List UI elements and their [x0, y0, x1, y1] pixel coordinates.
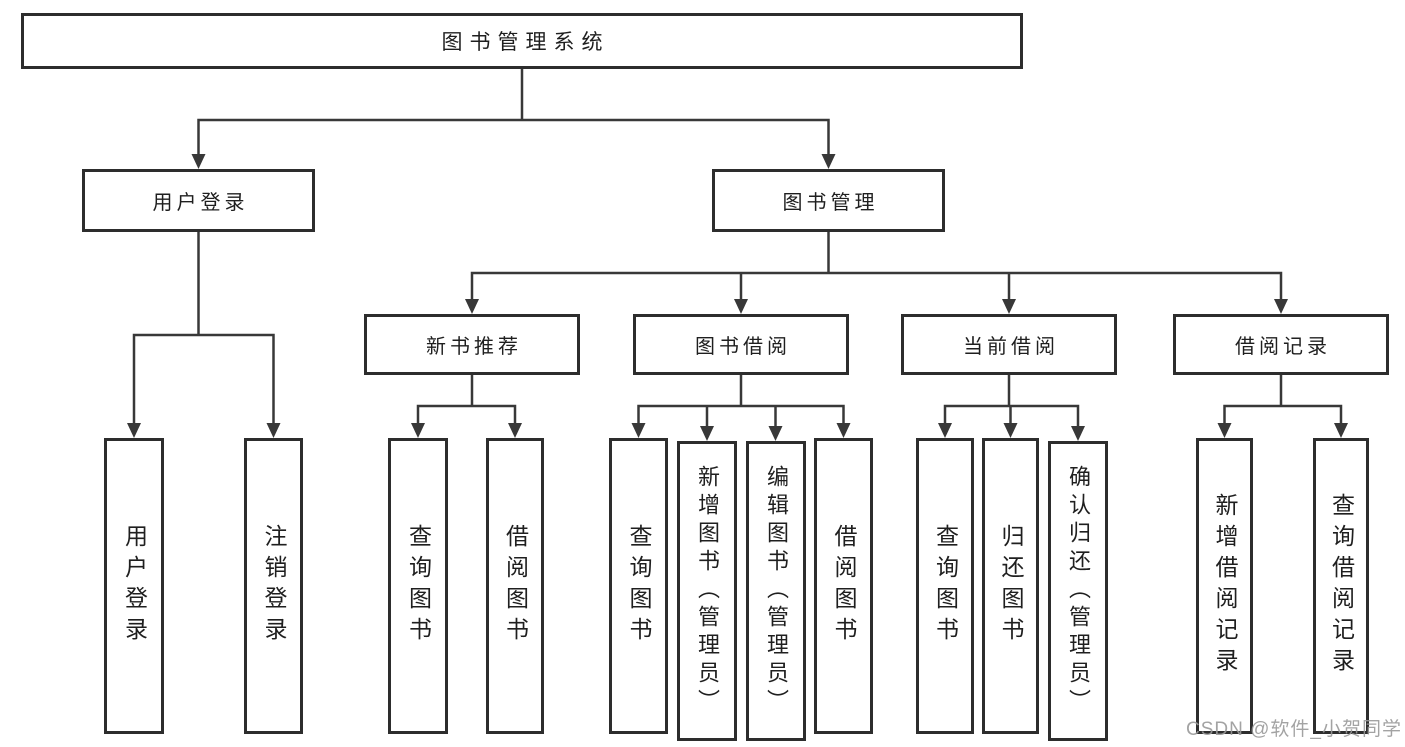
- leaf-label: 借阅图书: [831, 524, 857, 648]
- node-root-label: 图书管理系统: [441, 31, 610, 54]
- leaf-label: 查询图书: [626, 524, 652, 648]
- leaf-query-borrow-record: 查询借阅记录: [1313, 438, 1369, 734]
- leaf-label: 查询借阅记录: [1328, 493, 1355, 679]
- csdn-watermark: CSDN @软件_小贺同学: [1186, 719, 1402, 740]
- leaf-label: 编辑图书（管理员）: [764, 465, 789, 717]
- leaf-query-books-borrow: 查询图书: [609, 438, 668, 734]
- node-book-management: 图书管理: [712, 169, 945, 232]
- node-borrow-records: 借阅记录: [1173, 314, 1389, 375]
- leaf-add-borrow-record: 新增借阅记录: [1196, 438, 1253, 734]
- leaf-borrow-books: 借阅图书: [814, 438, 873, 734]
- leaf-label: 归还图书: [998, 524, 1024, 648]
- node-new-book-recommend: 新书推荐: [364, 314, 580, 375]
- leaf-label: 新增借阅记录: [1212, 493, 1238, 679]
- node-user-login-label: 用户登录: [152, 192, 249, 214]
- node-borrow-records-label: 借阅记录: [1235, 336, 1331, 358]
- leaf-borrow-books-recommend: 借阅图书: [486, 438, 544, 734]
- leaf-label: 注销登录: [261, 524, 287, 648]
- leaf-label: 查询图书: [405, 524, 432, 648]
- leaf-return-books: 归还图书: [982, 438, 1039, 734]
- leaf-query-books-current: 查询图书: [916, 438, 974, 734]
- leaf-label: 新增图书（管理员）: [695, 465, 720, 717]
- node-new-book-recommend-label: 新书推荐: [426, 336, 522, 358]
- leaf-query-books-recommend: 查询图书: [388, 438, 448, 734]
- leaf-user-login: 用户登录: [104, 438, 164, 734]
- node-book-borrow-label: 图书借阅: [695, 336, 791, 358]
- leaf-label: 用户登录: [121, 524, 148, 648]
- node-root: 图书管理系统: [21, 13, 1023, 69]
- node-user-login: 用户登录: [82, 169, 315, 232]
- node-book-borrow: 图书借阅: [633, 314, 849, 375]
- node-current-borrow-label: 当前借阅: [963, 336, 1059, 358]
- node-current-borrow: 当前借阅: [901, 314, 1117, 375]
- leaf-label: 确认归还（管理员）: [1066, 465, 1091, 717]
- leaf-confirm-return-admin: 确认归还（管理员）: [1048, 441, 1108, 741]
- leaf-logout: 注销登录: [244, 438, 303, 734]
- leaf-label: 借阅图书: [502, 524, 529, 648]
- leaf-edit-books-admin: 编辑图书（管理员）: [746, 441, 806, 741]
- leaf-add-books-admin: 新增图书（管理员）: [677, 441, 737, 741]
- leaf-label: 查询图书: [932, 524, 959, 648]
- node-book-management-label: 图书管理: [782, 192, 879, 214]
